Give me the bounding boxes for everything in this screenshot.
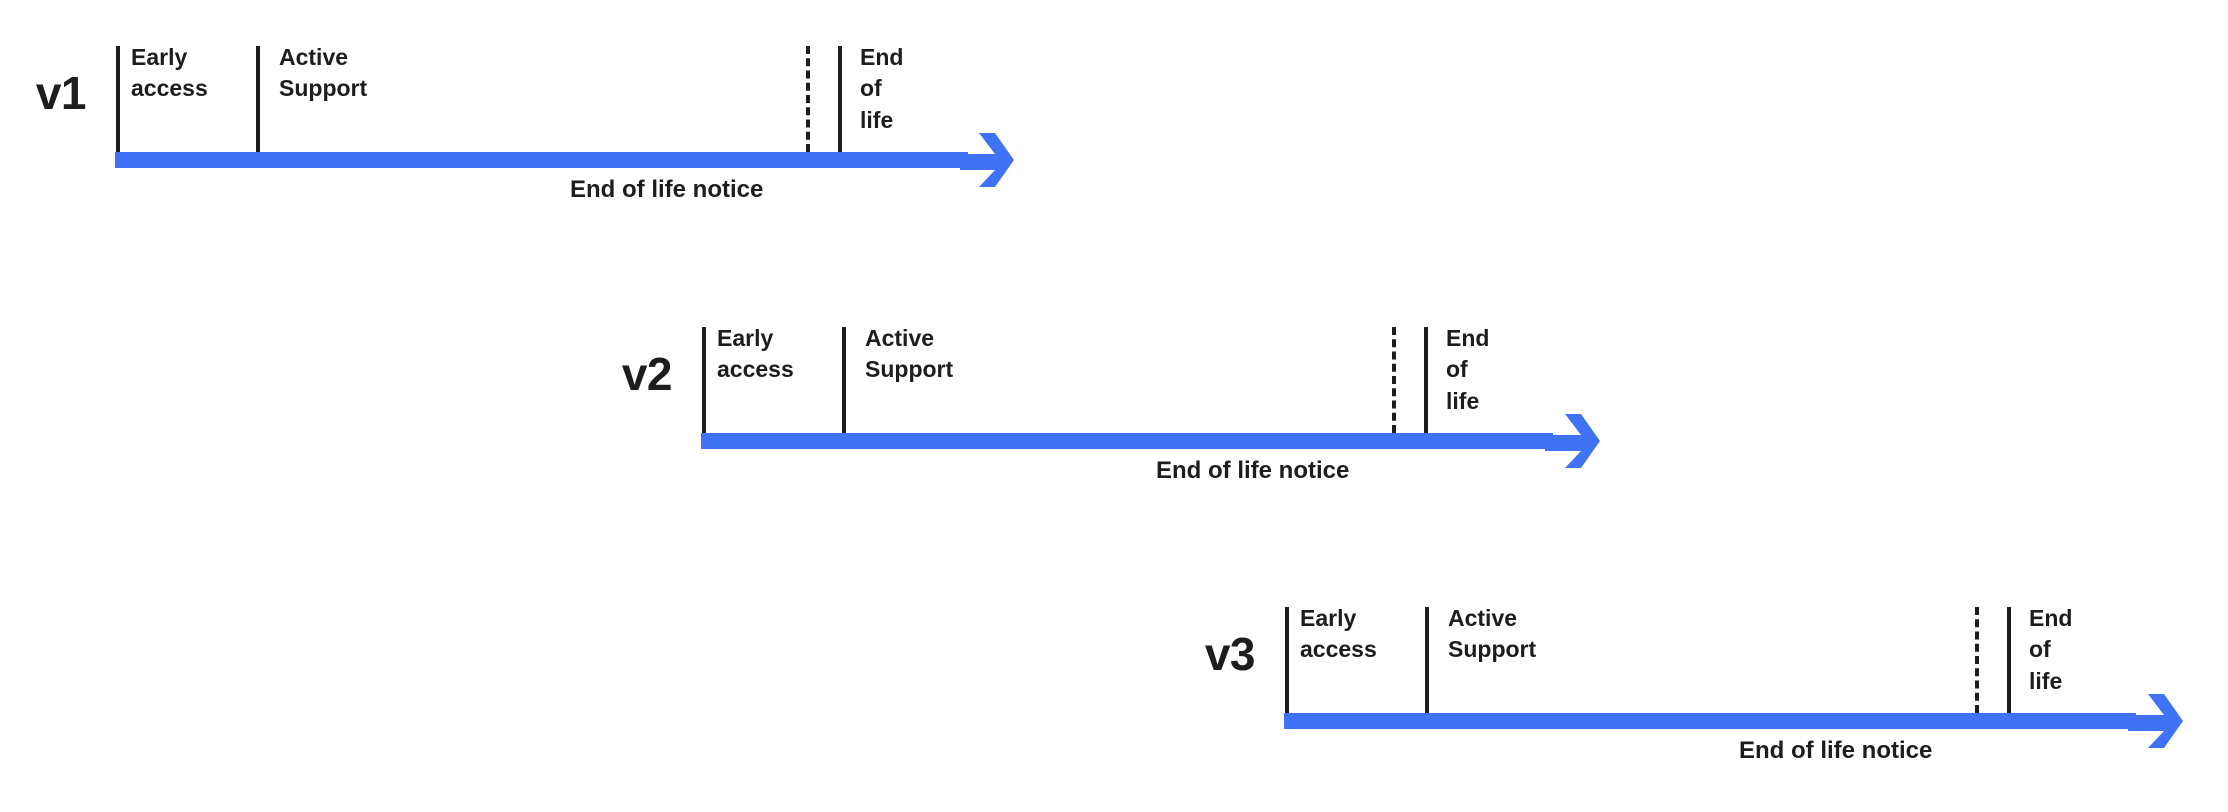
phase-label-active-support-v3: Active Support	[1448, 605, 1537, 663]
version-label-v2: v2	[621, 348, 673, 400]
end-of-life-notice-label-v2: End of life notice	[1156, 457, 1350, 484]
divider-end-of-life-notice-v2	[1392, 327, 1396, 433]
divider-end-of-life-v1	[838, 46, 842, 152]
divider-active-support-v1	[256, 46, 260, 152]
phase-label-early-access-v1: Early access	[131, 44, 208, 102]
phase-label-active-support-v1: Active Support	[279, 44, 368, 102]
timeline-bar-v3	[1284, 713, 2136, 729]
phase-label-early-access-v3: Early access	[1300, 605, 1377, 663]
phase-label-active-support-v2: Active Support	[865, 325, 954, 383]
end-of-life-notice-label-v1: End of life notice	[570, 176, 764, 203]
phase-label-end-of-life-v1: End of life	[860, 44, 904, 133]
timeline-arrowhead-v3	[2128, 694, 2183, 748]
divider-start-v3	[1285, 607, 1289, 713]
divider-start-v2	[702, 327, 706, 433]
divider-end-of-life-notice-v1	[806, 46, 810, 152]
divider-end-of-life-v2	[1424, 327, 1428, 433]
timeline-bar-v2	[701, 433, 1553, 449]
end-of-life-notice-label-v3: End of life notice	[1739, 737, 1933, 764]
divider-end-of-life-notice-v3	[1975, 607, 1979, 713]
phase-label-early-access-v2: Early access	[717, 325, 794, 383]
divider-active-support-v3	[1425, 607, 1429, 713]
version-label-v1: v1	[35, 67, 87, 119]
divider-active-support-v2	[842, 327, 846, 433]
divider-end-of-life-v3	[2007, 607, 2011, 713]
divider-start-v1	[116, 46, 120, 152]
version-label-v3: v3	[1204, 628, 1256, 680]
phase-label-end-of-life-v2: End of life	[1446, 325, 1490, 414]
timeline-bar-v1	[115, 152, 968, 168]
phase-label-end-of-life-v3: End of life	[2029, 605, 2073, 694]
timeline-arrowhead-v1	[960, 133, 1014, 187]
timeline-arrowhead-v2	[1545, 414, 1600, 468]
